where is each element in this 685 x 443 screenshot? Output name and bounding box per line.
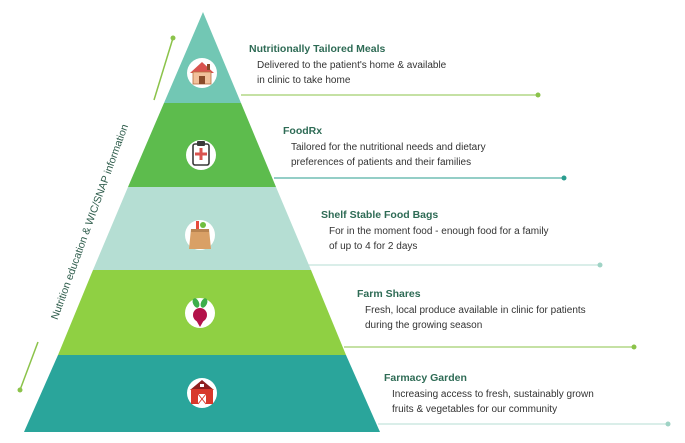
leader-dot-4 xyxy=(631,344,637,350)
tier-1-description-line-2: in clinic to take home xyxy=(257,75,351,86)
side-guide-dot-top xyxy=(170,35,176,41)
tier-1-text: Nutritionally Tailored Meals Delivered t… xyxy=(249,42,446,88)
tier-3-title: Shelf Stable Food Bags xyxy=(321,209,439,221)
tier-2-description-line-1: Tailored for the nutritional needs and d… xyxy=(291,142,486,153)
tier-3-description-line-2: of up to 4 for 2 days xyxy=(329,241,418,252)
clipboard-icon xyxy=(186,140,216,170)
tier-4-description-line-1: Fresh, local produce available in clinic… xyxy=(365,305,586,316)
barn-icon xyxy=(187,378,217,408)
tier-3-text: Shelf Stable Food Bags For in the moment… xyxy=(321,208,549,254)
tier-3-description-line-1: For in the moment food - enough food for… xyxy=(329,226,549,237)
tier-1-title: Nutritionally Tailored Meals xyxy=(249,43,386,55)
tier-5-text: Farmacy Garden Increasing access to fres… xyxy=(384,371,594,417)
tier-1-description-line-1: Delivered to the patient's home & availa… xyxy=(257,60,447,71)
tier-4-title: Farm Shares xyxy=(357,288,421,300)
tier-5-title: Farmacy Garden xyxy=(384,372,467,384)
tier-2-description-line-2: preferences of patients and their famili… xyxy=(291,157,472,168)
house-icon xyxy=(187,58,217,88)
tier-2-text: FoodRx Tailored for the nutritional need… xyxy=(283,124,486,170)
grocery-bag-icon xyxy=(185,220,215,250)
tier-2-title: FoodRx xyxy=(283,125,323,137)
side-guide-line-upper xyxy=(153,37,174,101)
leader-dot-1 xyxy=(535,92,541,98)
side-guide-line-lower xyxy=(19,341,39,391)
tier-5-description-line-1: Increasing access to fresh, sustainably … xyxy=(392,389,594,400)
leader-dot-2 xyxy=(561,175,567,181)
leader-dot-3 xyxy=(597,262,603,268)
side-guide-dot-bottom xyxy=(17,387,23,393)
tier-4-description-line-2: during the growing season xyxy=(365,320,483,331)
leader-dot-5 xyxy=(665,421,671,427)
beet-icon xyxy=(185,298,215,328)
tier-5-description-line-2: fruits & vegetables for our community xyxy=(392,404,558,415)
tier-4-text: Farm Shares Fresh, local produce availab… xyxy=(357,287,586,333)
tier-1-band xyxy=(164,12,241,103)
